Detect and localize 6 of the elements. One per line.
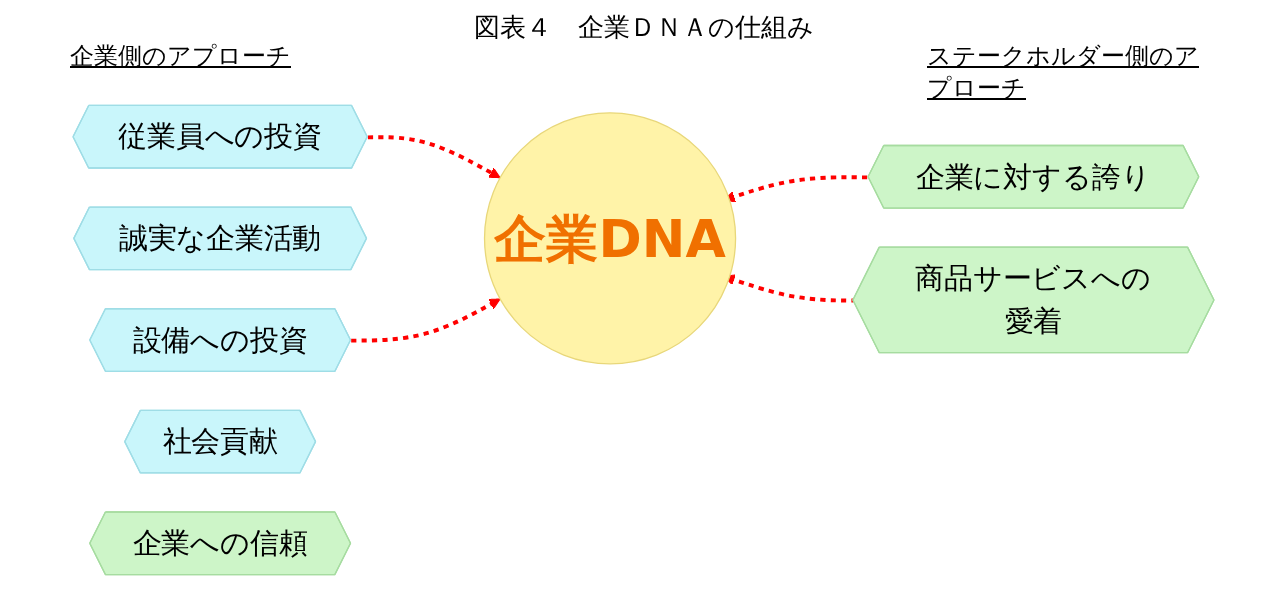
node-circle: 企業DNA: [483, 112, 737, 365]
heading: 企業側のアプローチ: [70, 41, 292, 72]
arrow: [367, 135, 501, 179]
diagram-title: 図表４ 企業ＤＮＡの仕組み: [472, 11, 815, 44]
arrow: [351, 298, 501, 343]
heading: ステークホルダー側のアプローチ: [927, 41, 1200, 104]
